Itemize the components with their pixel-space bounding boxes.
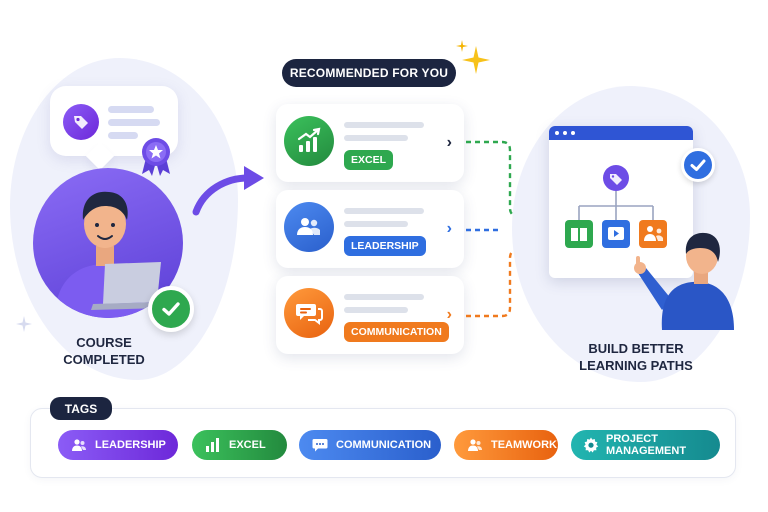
tag-icon [63,104,99,140]
card-tag-communication: COMMUNICATION [344,322,449,342]
tag-label: LEADERSHIP [95,439,166,451]
curved-arrow-icon [192,166,264,216]
bar-chart-icon [204,436,222,454]
window-dot-icon [555,131,559,135]
sparkle-icon [16,316,32,332]
card-tag-excel: EXCEL [344,150,394,170]
gear-icon [583,436,599,454]
tag-leadership[interactable]: LEADERSHIP [58,430,178,460]
sparkle-icon [456,40,468,52]
chart-growth-icon [284,116,334,166]
text-placeholder-line [108,106,154,113]
tags-title: TAGS [50,397,112,420]
tag-communication[interactable]: COMMUNICATION [299,430,441,460]
text-placeholder-line [344,221,408,227]
users-icon [70,436,88,454]
text-placeholder-line [108,132,138,139]
tag-label: COMMUNICATION [336,439,432,451]
chevron-right-icon[interactable]: › [446,134,452,151]
learning-paths-caption: BUILD BETTER LEARNING PATHS [579,341,693,373]
tag-label: PROJECT MANAGEMENT [606,433,687,457]
text-placeholder-line [344,122,424,128]
course-completed-caption: COURSE COMPLETED [63,335,145,367]
text-placeholder-line [344,307,408,313]
text-placeholder-line [344,294,424,300]
chevron-right-icon[interactable]: › [446,306,452,323]
users-icon [466,436,484,454]
presenter-person [634,232,734,330]
chat-icon [311,436,329,454]
browser-title-bar [549,126,693,140]
tag-project-management[interactable]: PROJECT MANAGEMENT [571,430,720,460]
learning-path-tree [565,165,667,248]
window-dot-icon [571,131,575,135]
student-avatar [33,168,183,318]
approved-check-icon [681,148,715,182]
window-dot-icon [563,131,567,135]
tag-label: TEAMWORK [491,439,557,451]
card-tag-leadership: LEADERSHIP [344,236,426,256]
award-badge-icon [142,138,170,176]
text-placeholder-line [108,119,160,126]
tag-teamwork[interactable]: TEAMWORK [454,430,558,460]
learning-path-window [549,126,693,278]
tag-excel[interactable]: EXCEL [192,430,287,460]
chat-bubbles-icon [284,288,334,338]
sparkle-icon [462,46,490,74]
recommendation-card-leadership[interactable]: LEADERSHIP › [276,190,464,268]
users-icon [284,202,334,252]
text-placeholder-line [344,208,424,214]
text-placeholder-line [344,135,408,141]
recommended-title: RECOMMENDED FOR YOU [282,59,456,87]
course-completed-check-icon [148,286,194,332]
recommendation-card-communication[interactable]: COMMUNICATION › [276,276,464,354]
chevron-right-icon[interactable]: › [446,220,452,237]
tag-label: EXCEL [229,439,266,451]
recommendation-card-excel[interactable]: EXCEL › [276,104,464,182]
